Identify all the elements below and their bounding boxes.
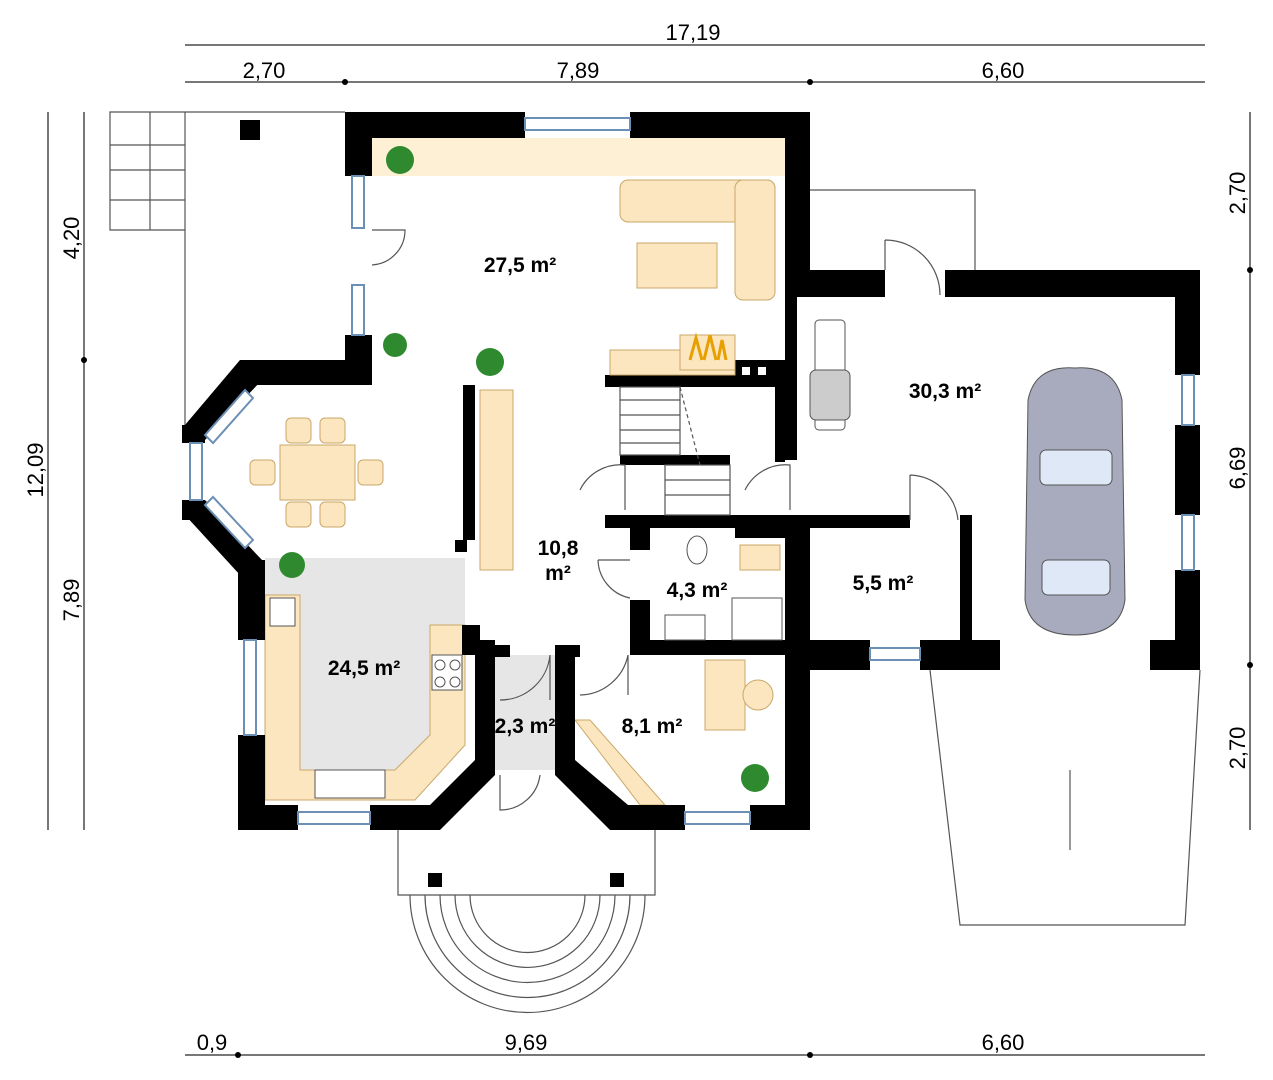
room-hall-unit: m² (545, 562, 571, 585)
room-living-area: 27,5 m² (484, 254, 556, 277)
room-kitchen-area: 24,5 m² (328, 657, 400, 680)
dim-left-total: 12,09 (23, 442, 48, 497)
terrace-outline (109, 111, 1201, 1014)
room-garage-area: 30,3 m² (909, 380, 981, 403)
room-vestibule-area: 2,3 m² (495, 715, 556, 738)
dim-right-2: 6,69 (1225, 447, 1250, 490)
porch-column (610, 873, 624, 887)
room-hall-area: 10,8 (538, 537, 579, 560)
room-utility-area: 5,5 m² (853, 572, 914, 595)
dim-top-1: 2,70 (243, 58, 286, 83)
dim-bottom-2: 9,69 (505, 1030, 548, 1055)
staircase (619, 386, 731, 516)
doors (371, 229, 959, 811)
dim-top-3: 6,60 (982, 58, 1025, 83)
porch-column (428, 873, 442, 887)
dim-left-1: 4,20 (59, 217, 84, 260)
vestibule-floor (495, 655, 555, 770)
furniture (249, 179, 1126, 799)
plant-icons (279, 146, 769, 792)
windows (189, 117, 1195, 825)
dim-bottom-3: 6,60 (982, 1030, 1025, 1055)
room-office-area: 8,1 m² (622, 715, 683, 738)
living-sill (372, 138, 785, 176)
dimension-lines (47, 44, 1253, 1058)
dim-right-3: 2,70 (1225, 727, 1250, 770)
room-bathroom-area: 4,3 m² (667, 579, 728, 602)
terrace-column (240, 120, 260, 140)
dim-top-2: 7,89 (557, 58, 600, 83)
walls (182, 112, 1200, 830)
dim-bottom-1: 0,9 (197, 1030, 228, 1055)
dim-right-1: 2,70 (1225, 172, 1250, 215)
dim-left-2: 7,89 (59, 579, 84, 622)
kitchen-floor (265, 558, 465, 775)
dim-top-total: 17,19 (665, 20, 720, 45)
